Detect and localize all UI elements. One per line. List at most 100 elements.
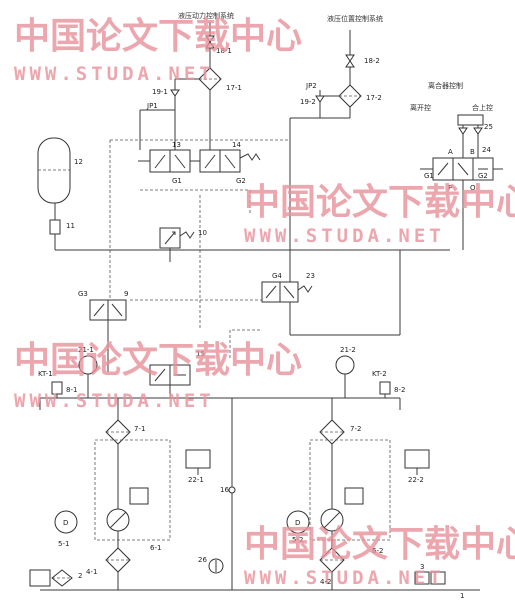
svg-text:KT-2: KT-2: [372, 370, 387, 378]
svg-text:18-2: 18-2: [364, 57, 380, 65]
cooler-2: [29, 569, 73, 587]
svg-text:7-1: 7-1: [134, 425, 145, 433]
check-valve-18-1: [205, 35, 215, 43]
pump-group-left: [94, 398, 211, 590]
valve-14: [199, 149, 261, 173]
svg-text:8-2: 8-2: [394, 386, 405, 394]
svg-text:KT-1: KT-1: [38, 370, 53, 378]
watermark-4: 中国论文下载中心 WWW.STUDA.NET: [244, 524, 515, 589]
svg-text:10: 10: [198, 229, 207, 237]
element-11: [49, 219, 61, 235]
svg-text:G2: G2: [236, 177, 246, 185]
label-clutch-release: 离开控: [410, 103, 431, 112]
svg-text:19-2: 19-2: [300, 98, 316, 106]
label-clutch-engage: 合上控: [472, 103, 493, 112]
svg-text:15: 15: [196, 350, 205, 358]
thermo-kt-1: [51, 381, 63, 398]
motor-5-1: D: [54, 510, 78, 534]
check-valve-18-2: [345, 54, 355, 62]
cylinder-22-1: [185, 449, 211, 469]
svg-text:19-1: 19-1: [152, 88, 168, 96]
svg-text:JP2: JP2: [305, 82, 317, 90]
svg-text:5-1: 5-1: [58, 540, 69, 548]
svg-text:24: 24: [482, 146, 491, 154]
svg-text:O: O: [470, 184, 476, 192]
svg-text:1: 1: [460, 592, 464, 600]
svg-text:G2: G2: [478, 172, 488, 180]
svg-text:21-1: 21-1: [78, 346, 94, 354]
valve-24: [420, 114, 503, 250]
supply-branch-1: [139, 22, 222, 150]
svg-text:17-1: 17-1: [226, 84, 242, 92]
clutch-cylinder-25: [457, 114, 484, 126]
svg-text:中国论文下载中心: 中国论文下载中心: [14, 340, 302, 381]
svg-text:4-2: 4-2: [320, 578, 331, 586]
svg-text:WWW.STUDA.NET: WWW.STUDA.NET: [14, 63, 215, 85]
svg-text:G4: G4: [272, 272, 282, 280]
svg-text:12: 12: [74, 158, 83, 166]
svg-text:6-2: 6-2: [372, 547, 383, 555]
svg-text:中国论文下载中心: 中国论文下载中心: [14, 16, 302, 57]
title-power-control: 液压动力控制系统: [178, 11, 234, 20]
svg-text:5-2: 5-2: [292, 536, 303, 544]
check-valve-19-1: [170, 89, 180, 97]
svg-text:14: 14: [232, 141, 241, 149]
watermark-2: 中国论文下载中心 WWW.STUDA.NET: [244, 182, 515, 247]
svg-text:G1: G1: [172, 177, 182, 185]
watermark-1: 中国论文下载中心 WWW.STUDA.NET: [14, 16, 302, 85]
thermo-kt-2: [379, 381, 391, 398]
cylinder-22-2: [404, 449, 430, 469]
gauge-21-2: [335, 355, 355, 398]
relief-valve-10: [159, 227, 195, 262]
thermometer-26: [208, 558, 224, 574]
motor-5-2: D: [286, 510, 310, 534]
check-valve-19-2: [315, 95, 325, 103]
svg-text:25: 25: [484, 123, 493, 131]
svg-text:21-2: 21-2: [340, 346, 356, 354]
svg-text:22-1: 22-1: [188, 476, 204, 484]
svg-text:P: P: [448, 184, 452, 192]
svg-text:D: D: [295, 519, 300, 527]
svg-text:中国论文下载中心: 中国论文下载中心: [244, 524, 515, 565]
title-clutch-control: 离合器控制: [428, 81, 463, 90]
valve-9: [89, 299, 127, 372]
svg-text:23: 23: [306, 272, 315, 280]
svg-text:JP1: JP1: [146, 102, 158, 110]
valve-15: [149, 364, 191, 398]
svg-text:WWW.STUDA.NET: WWW.STUDA.NET: [244, 225, 445, 247]
pump-group-right: [309, 398, 430, 590]
svg-text:WWW.STUDA.NET: WWW.STUDA.NET: [14, 390, 215, 412]
svg-text:18-1: 18-1: [216, 47, 232, 55]
svg-text:8-1: 8-1: [66, 386, 77, 394]
svg-text:11: 11: [66, 222, 75, 230]
svg-text:3: 3: [420, 563, 424, 571]
svg-text:中国论文下载中心: 中国论文下载中心: [244, 182, 515, 223]
pilot-lines: [109, 139, 300, 360]
svg-text:9: 9: [124, 290, 128, 298]
svg-text:A: A: [448, 148, 453, 156]
drain-16: [228, 398, 236, 590]
svg-text:7-2: 7-2: [350, 425, 361, 433]
svg-text:G3: G3: [78, 290, 88, 298]
svg-text:B: B: [470, 148, 475, 156]
svg-text:17-2: 17-2: [366, 94, 382, 102]
title-position-control: 液压位置控制系统: [327, 14, 383, 23]
svg-text:2: 2: [78, 572, 82, 580]
valve-23: [261, 250, 401, 336]
svg-text:22-2: 22-2: [408, 476, 424, 484]
accumulator-12: [37, 137, 450, 251]
svg-text:G1: G1: [424, 172, 434, 180]
valve-13: [138, 149, 200, 173]
heater-3: [414, 571, 446, 585]
svg-text:D: D: [63, 519, 68, 527]
svg-text:13: 13: [172, 141, 181, 149]
svg-text:4-1: 4-1: [86, 568, 97, 576]
svg-text:WWW.STUDA.NET: WWW.STUDA.NET: [244, 567, 445, 589]
svg-text:16: 16: [220, 486, 229, 494]
gauge-21-1: [78, 355, 98, 398]
svg-text:6-1: 6-1: [150, 544, 161, 552]
svg-text:26: 26: [198, 556, 207, 564]
watermark-3: 中国论文下载中心 WWW.STUDA.NET: [14, 340, 302, 412]
